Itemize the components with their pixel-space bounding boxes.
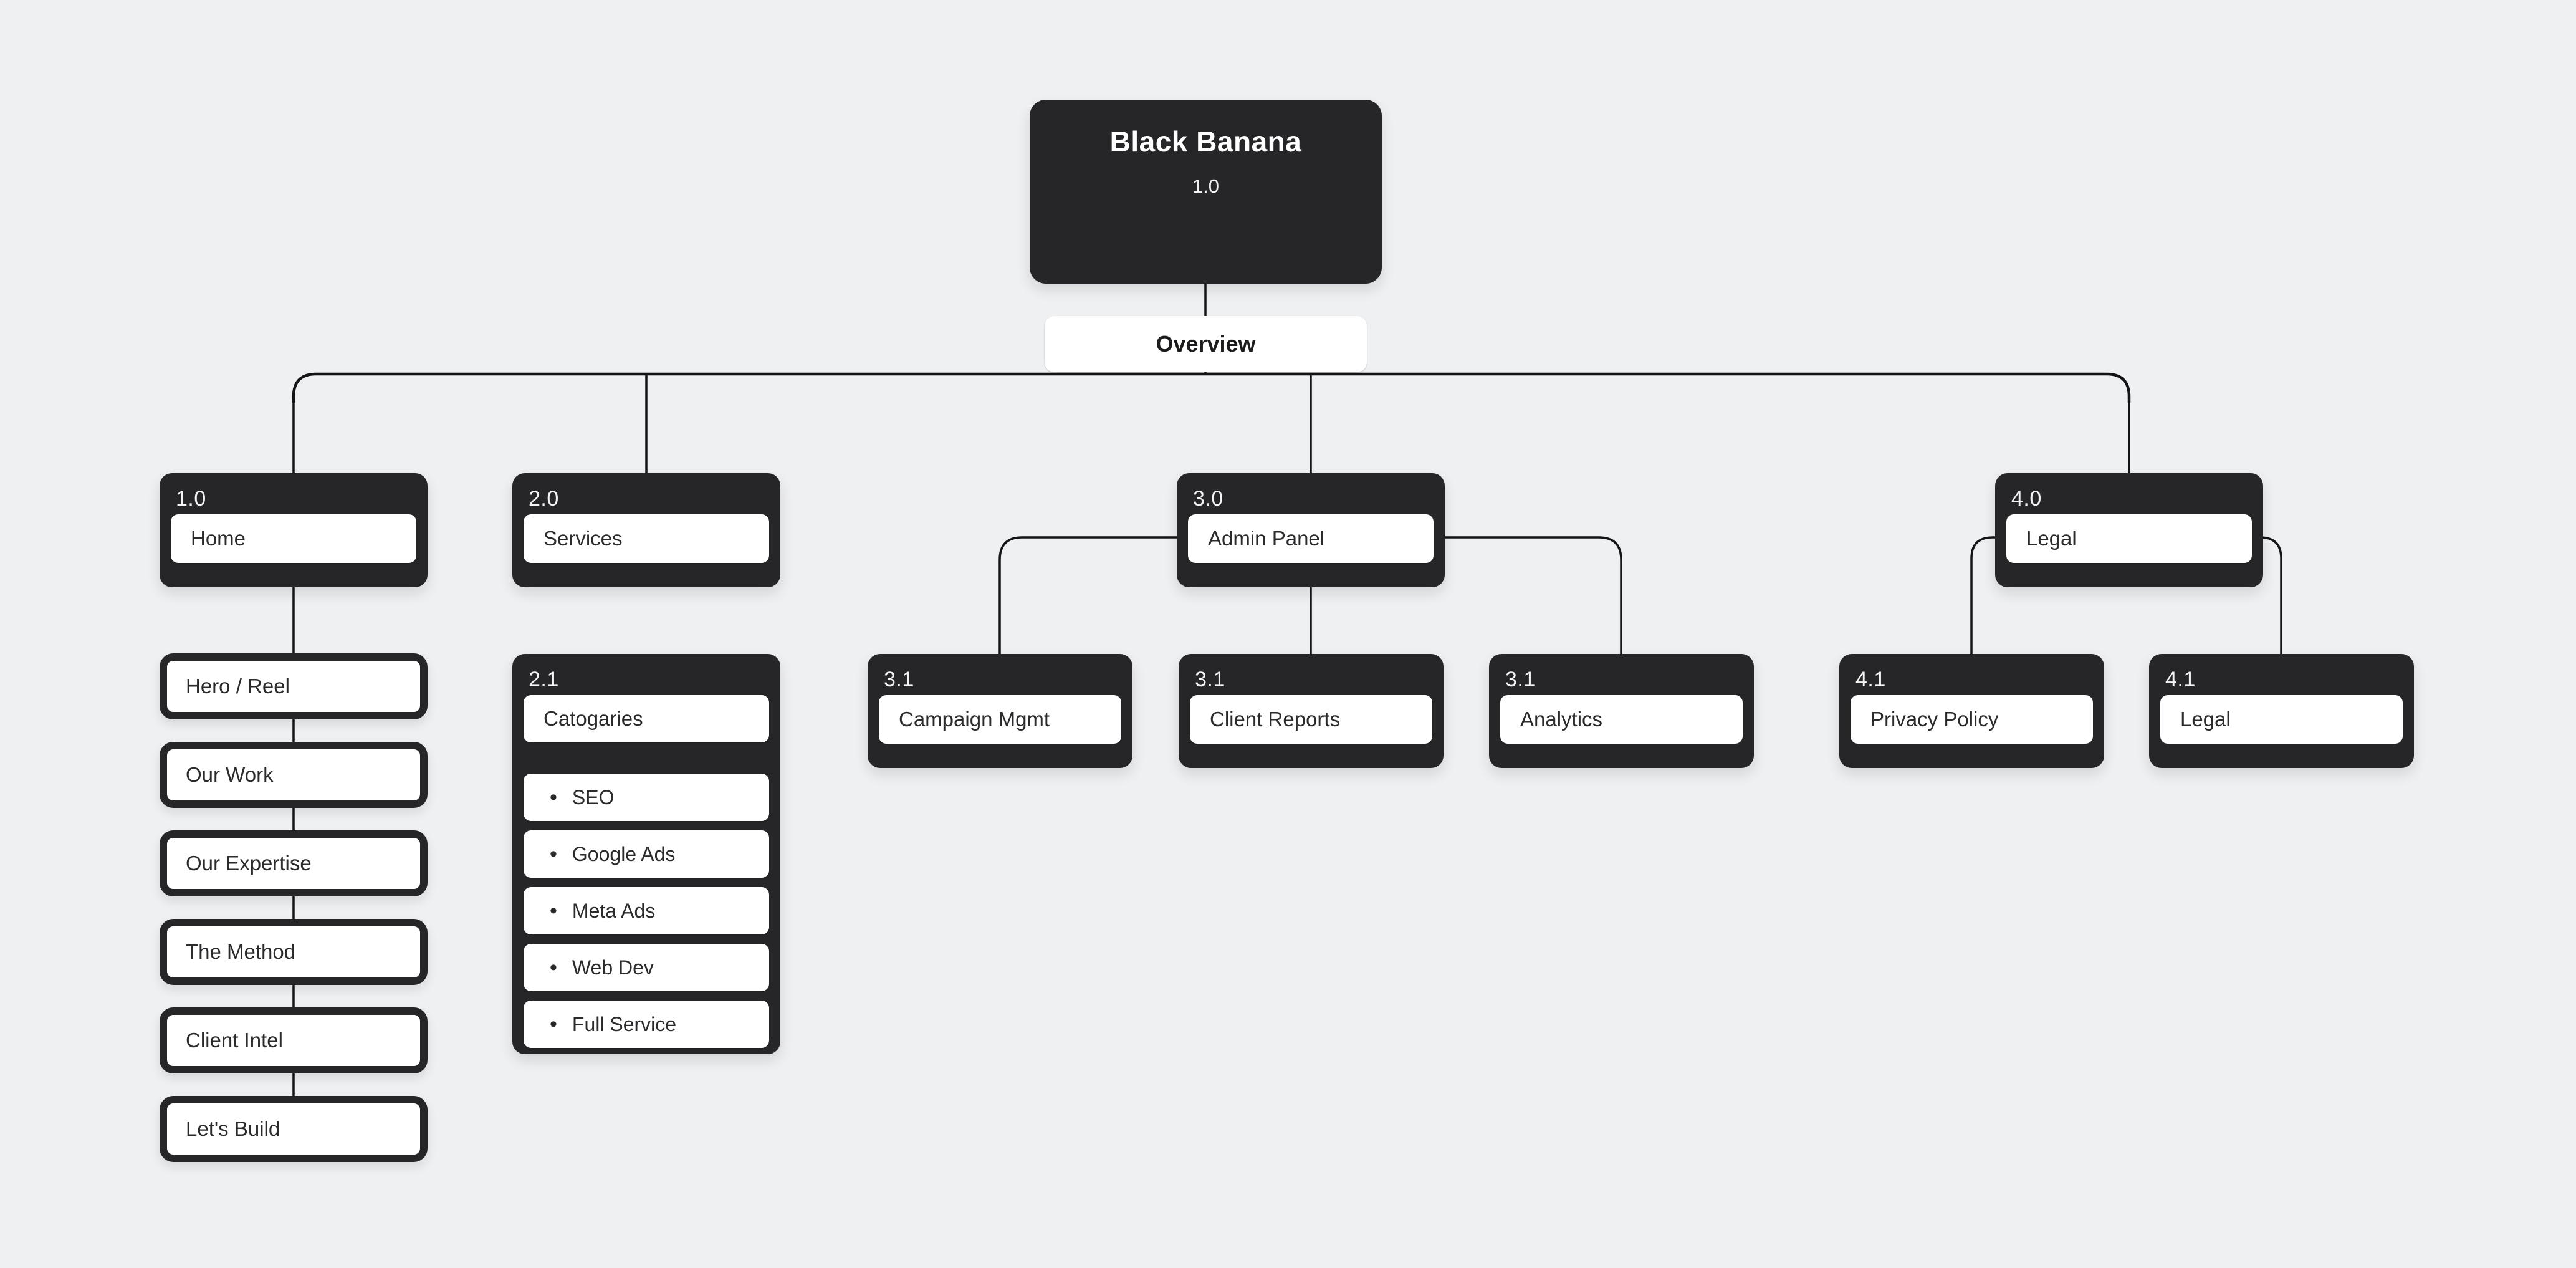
section-box-hero-reel[interactable]: Hero / Reel: [160, 653, 428, 719]
node-legal[interactable]: 4.0 Legal: [1995, 473, 2263, 587]
node-legal-child-label: Legal: [2180, 708, 2231, 731]
connector-admin-campaign: [998, 536, 1177, 654]
node-legal-child-title-box[interactable]: Legal: [2160, 695, 2403, 744]
node-campaign-mgmt[interactable]: 3.1 Campaign Mgmt: [868, 654, 1132, 768]
node-home-code: 1.0: [176, 487, 206, 511]
node-admin-label: Admin Panel: [1208, 527, 1325, 550]
node-services-code: 2.0: [529, 487, 559, 511]
section-box-the-method[interactable]: The Method: [160, 919, 428, 985]
node-legal-child-code: 4.1: [2165, 668, 2196, 691]
node-privacy-label: Privacy Policy: [1870, 708, 1999, 731]
node-home[interactable]: 1.0 Home: [160, 473, 428, 587]
section-label: Our Work: [186, 763, 274, 786]
node-analytics-code: 3.1: [1505, 668, 1536, 691]
node-campaign-label: Campaign Mgmt: [899, 708, 1050, 731]
node-reports-label: Client Reports: [1210, 708, 1341, 731]
connector-legal-privacy: [1970, 536, 1995, 654]
bullet-icon: •: [550, 785, 557, 809]
connector-trunk: [292, 372, 2131, 403]
section-box-our-expertise[interactable]: Our Expertise: [160, 830, 428, 896]
node-legal-title-box[interactable]: Legal: [2006, 514, 2252, 563]
root-code: 1.0: [1192, 175, 1220, 197]
section-label: Our Expertise: [186, 852, 312, 875]
node-services-label: Services: [543, 527, 623, 550]
category-item-google-ads[interactable]: • Google Ads: [524, 830, 769, 878]
category-item-meta-ads[interactable]: • Meta Ads: [524, 887, 769, 934]
category-item-seo[interactable]: • SEO: [524, 774, 769, 821]
category-item-label: SEO: [572, 785, 615, 809]
node-analytics-label: Analytics: [1520, 708, 1603, 731]
node-analytics[interactable]: 3.1 Analytics: [1489, 654, 1754, 768]
node-services[interactable]: 2.0 Services: [512, 473, 780, 587]
node-services-title-box[interactable]: Services: [524, 514, 769, 563]
category-item-full-service[interactable]: • Full Service: [524, 1001, 769, 1048]
category-item-label: Full Service: [572, 1012, 677, 1035]
node-categories-code: 2.1: [529, 668, 559, 691]
node-campaign-code: 3.1: [884, 668, 914, 691]
section-label: The Method: [186, 940, 296, 963]
node-home-title-box[interactable]: Home: [171, 514, 416, 563]
bullet-icon: •: [550, 1012, 557, 1036]
node-categories-title-box[interactable]: Catogaries: [524, 695, 769, 742]
node-admin-code: 3.0: [1193, 487, 1223, 511]
root-title: Black Banana: [1109, 125, 1302, 158]
node-admin-panel[interactable]: 3.0 Admin Panel: [1177, 473, 1445, 587]
node-legal-child[interactable]: 4.1 Legal: [2149, 654, 2414, 768]
node-legal-code: 4.0: [2011, 487, 2042, 511]
node-categories-label: Catogaries: [543, 707, 643, 730]
node-categories[interactable]: 2.1 Catogaries • SEO • Google Ads • Meta…: [512, 654, 780, 1054]
node-root[interactable]: Black Banana 1.0 Overview: [1030, 100, 1382, 372]
node-analytics-title-box[interactable]: Analytics: [1500, 695, 1743, 744]
node-privacy-policy[interactable]: 4.1 Privacy Policy: [1839, 654, 2104, 768]
node-home-label: Home: [191, 527, 246, 550]
category-item-label: Web Dev: [572, 956, 654, 979]
node-campaign-title-box[interactable]: Campaign Mgmt: [879, 695, 1121, 744]
node-client-reports[interactable]: 3.1 Client Reports: [1179, 654, 1444, 768]
category-item-web-dev[interactable]: • Web Dev: [524, 944, 769, 991]
section-box-our-work[interactable]: Our Work: [160, 742, 428, 808]
node-privacy-code: 4.1: [1855, 668, 1886, 691]
overview-button[interactable]: Overview: [1045, 316, 1367, 372]
bullet-icon: •: [550, 842, 557, 866]
bullet-icon: •: [550, 898, 557, 923]
section-label: Client Intel: [186, 1029, 283, 1052]
overview-button-label: Overview: [1156, 331, 1256, 357]
category-item-label: Google Ads: [572, 842, 676, 865]
node-reports-title-box[interactable]: Client Reports: [1190, 695, 1432, 744]
connector-admin-analytics: [1445, 536, 1622, 654]
node-legal-label: Legal: [2026, 527, 2077, 550]
bullet-icon: •: [550, 955, 557, 979]
node-admin-title-box[interactable]: Admin Panel: [1188, 514, 1434, 563]
section-box-lets-build[interactable]: Let's Build: [160, 1096, 428, 1162]
node-reports-code: 3.1: [1195, 668, 1225, 691]
node-privacy-title-box[interactable]: Privacy Policy: [1851, 695, 2093, 744]
category-item-label: Meta Ads: [572, 899, 656, 922]
section-label: Let's Build: [186, 1117, 280, 1140]
section-box-client-intel[interactable]: Client Intel: [160, 1007, 428, 1073]
section-label: Hero / Reel: [186, 675, 290, 698]
connector-legal-legal: [2259, 536, 2282, 654]
